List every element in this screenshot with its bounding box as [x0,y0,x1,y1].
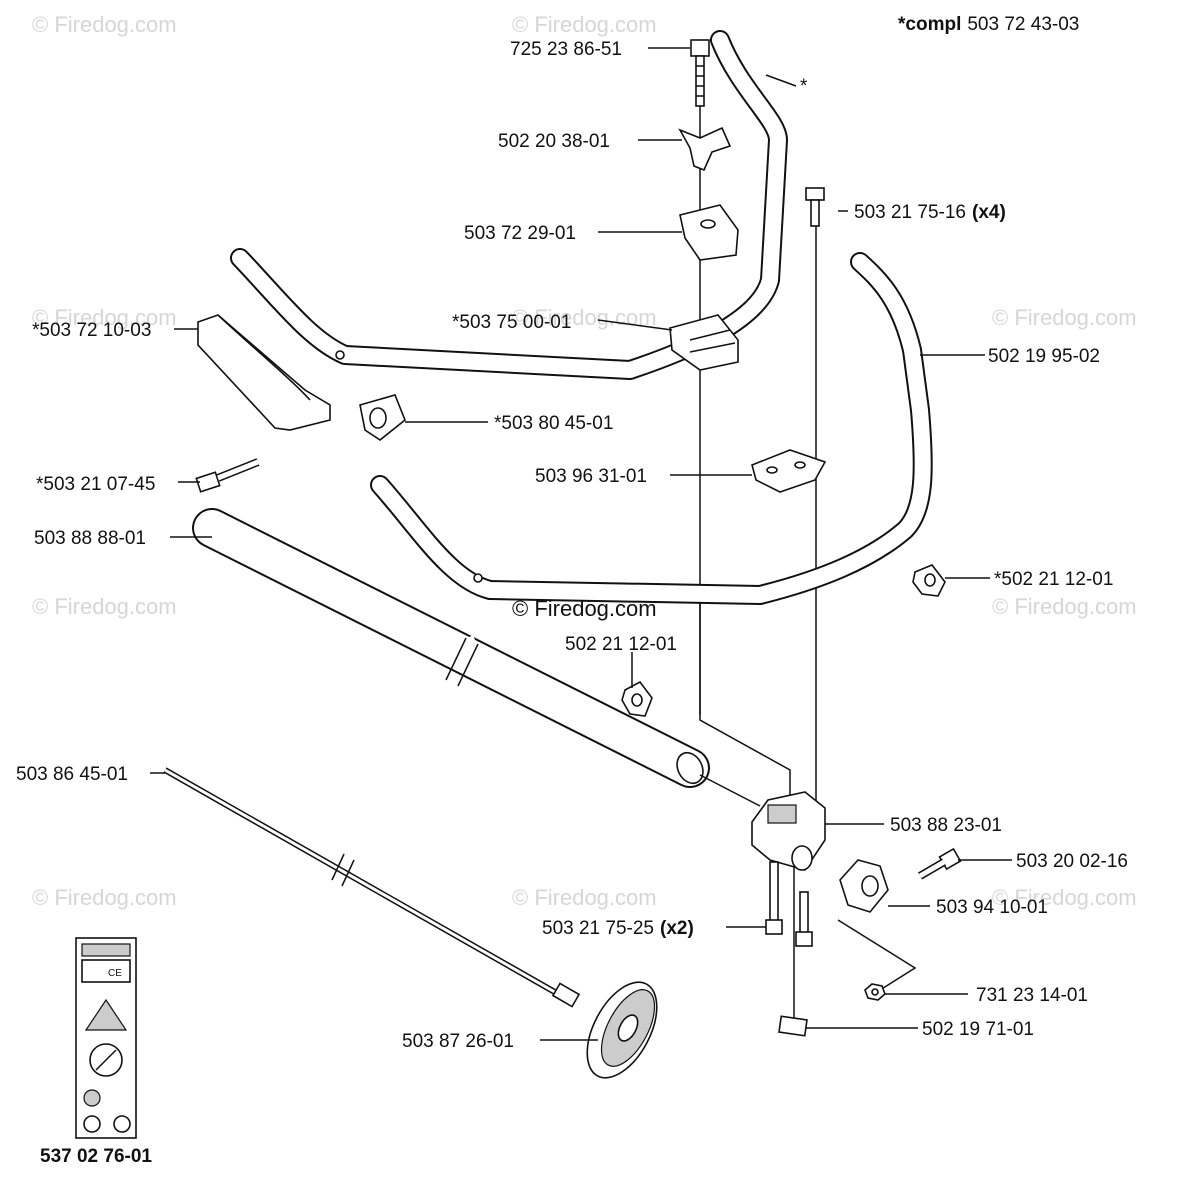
part-label: 503 86 45-01 [16,764,128,785]
part-label: *502 21 12-01 [994,569,1113,590]
watermark: © Firedog.com [992,885,1137,910]
part-label: 502 20 38-01 [498,131,610,152]
knob-bolt [917,847,962,880]
part-label: 503 20 02-16 [1016,851,1128,872]
bolt-top [690,39,710,107]
part-label: *503 72 10-03 [32,320,151,341]
decal-part-label: 537 02 76-01 [40,1146,152,1167]
part-label: 503 21 75-25 [542,918,654,939]
watermark: © Firedog.com [32,885,177,910]
part-label: 725 23 86-51 [510,39,622,60]
handle-bracket [359,394,406,441]
part-label: 503 72 29-01 [464,223,576,244]
quantity-label: (x2) [660,918,694,939]
hex-nut [864,983,886,1001]
screws-pair [765,861,813,947]
loop-bracket [751,449,827,493]
watermark-layer: © Firedog.com © Firedog.com © Firedog.co… [32,12,1137,910]
part-label: 503 88 23-01 [890,815,1002,836]
ce-mark: CE [108,968,122,979]
compl-prefix: *compl [898,14,961,35]
part-label-with-qty: 503 21 75-25 (x2) [542,918,694,939]
part-label: *503 75 00-01 [452,312,571,333]
complete-assembly-label: *compl 503 72 43-03 [898,14,1079,35]
screw-right [805,187,825,227]
handle-guard [197,314,331,431]
compl-number: 503 72 43-03 [967,14,1079,35]
part-labels: 725 23 86-51 502 20 38-01 503 72 29-01 *… [16,39,1128,1167]
warning-decal: CE [75,937,137,1139]
clutch-drum [586,981,658,1079]
part-label: 503 21 75-16 [854,202,966,223]
watermark: © Firedog.com [32,12,177,37]
part-label-with-qty: 503 21 75-16 (x4) [854,202,1006,223]
cable-clip-center [621,680,653,717]
watermark: © Firedog.com [512,885,657,910]
shaft-clamp-housing [751,791,826,871]
shaft-tube [192,508,761,807]
watermark: © Firedog.com [32,305,177,330]
quantity-label: (x4) [972,202,1006,223]
watermark: © Firedog.com [992,594,1137,619]
watermark: © Firedog.com [992,305,1137,330]
part-label: 503 96 31-01 [535,466,647,487]
loop-handle [370,252,933,605]
leader-lines [150,47,1012,1041]
wing-nut [678,126,732,172]
copyright-watermark: © Firedog.com [512,596,657,621]
watermark: © Firedog.com [512,305,657,330]
drive-shaft [163,767,581,1008]
part-label: *503 80 45-01 [494,413,613,434]
part-label: 503 87 26-01 [402,1031,514,1052]
handle-clamp-upper [679,204,739,261]
assembly-marker: * [800,76,808,97]
square-nut [778,1015,808,1037]
watermark: © Firedog.com [512,12,657,37]
part-label: *503 21 07-45 [36,474,155,495]
cable-clip-right [912,564,946,597]
long-screw [195,458,260,493]
part-label: 502 19 71-01 [922,1019,1034,1040]
part-label: 731 23 14-01 [976,985,1088,1006]
clamp-knob [839,859,889,913]
part-label: 503 94 10-01 [936,897,1048,918]
handle-clamp-lower [669,314,739,371]
part-label: 503 88 88-01 [34,528,146,549]
part-label: 502 21 12-01 [565,634,677,655]
watermark: © Firedog.com [32,594,177,619]
part-label: 502 19 95-02 [988,346,1100,367]
